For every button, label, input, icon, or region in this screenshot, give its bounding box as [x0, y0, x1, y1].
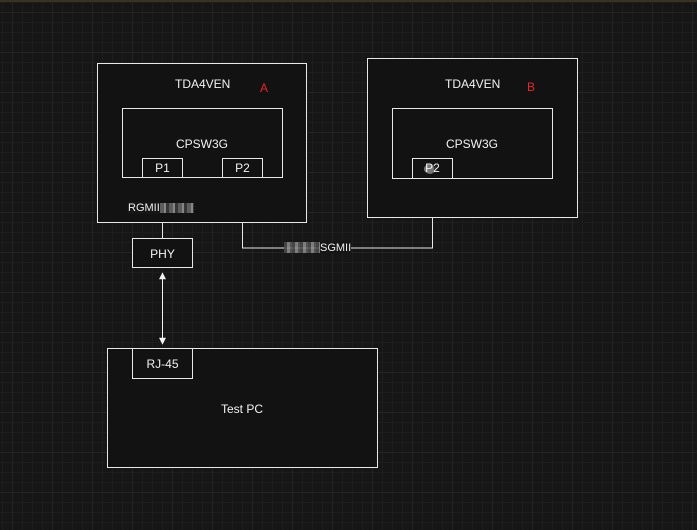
phy-box[interactable]: PHY [132, 238, 193, 268]
sgmii-redaction [284, 242, 322, 253]
rgmii-redaction [160, 203, 194, 213]
rj45-port-label: RJ-45 [146, 357, 179, 371]
sgmii-link-label: SGMII [320, 242, 352, 254]
device-b-title: TDA4VEN [445, 77, 501, 91]
rj45-port-box[interactable]: RJ-45 [132, 348, 193, 379]
device-a-port-p1-label: P1 [155, 161, 170, 175]
device-b-port-p2[interactable]: P2 [412, 158, 453, 179]
device-b-port-p2-label: P2 [425, 161, 440, 175]
device-b-switch-box[interactable]: CPSW3G [392, 108, 553, 179]
device-a-switch-label: CPSW3G [176, 137, 229, 151]
device-a-port-p2[interactable]: P2 [222, 158, 263, 178]
test-pc-label: Test PC [221, 402, 264, 416]
rgmii-link-label: RGMII [128, 202, 160, 214]
phy-label: PHY [150, 247, 175, 261]
redaction-mark [424, 164, 437, 174]
device-b-switch-label: CPSW3G [446, 137, 499, 151]
device-a-port-p2-label: P2 [235, 161, 250, 175]
canvas-top-edge [0, 0, 697, 2]
device-a-title: TDA4VEN [175, 77, 231, 91]
device-a-marker: A [260, 81, 269, 95]
device-a-port-p1[interactable]: P1 [142, 158, 183, 178]
device-b-marker: B [527, 80, 536, 94]
